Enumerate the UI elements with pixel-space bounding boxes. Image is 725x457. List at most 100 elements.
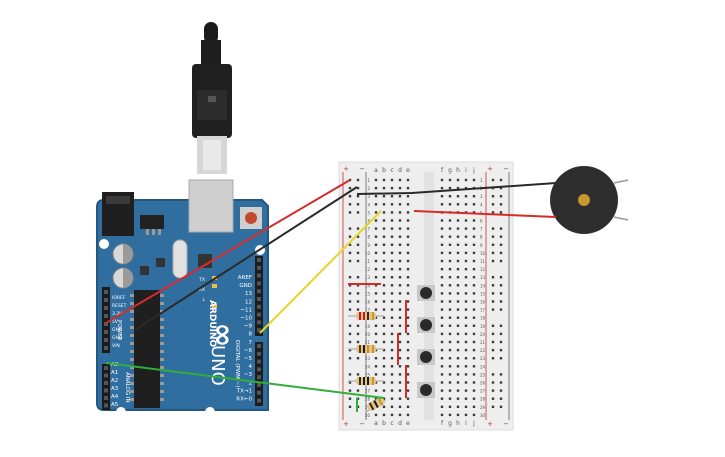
mount-hole: [99, 239, 109, 249]
column-label: c: [390, 167, 393, 174]
column-label: i: [465, 420, 467, 427]
row-number: 25: [365, 372, 371, 377]
digital-pin-label: 13: [245, 291, 252, 297]
row-number: 27: [480, 389, 486, 394]
row-number: 23: [480, 356, 486, 361]
push-button[interactable]: [417, 285, 435, 301]
digital-pin-label: ~3: [244, 372, 253, 378]
analog-pin-label: A5: [111, 402, 119, 408]
power-pin-label: RESET: [112, 303, 127, 309]
led-label: RX: [199, 287, 205, 293]
column-label: a: [374, 167, 378, 174]
wires: [105, 179, 557, 399]
digital-pin-label: RX←0: [236, 397, 252, 403]
mount-hole: [205, 407, 215, 417]
power-pin-label: 3.3V: [112, 311, 123, 317]
digital-pin-label: ~9: [244, 324, 253, 330]
atmega-chip: [134, 290, 160, 408]
row-number: 4: [480, 202, 483, 207]
row-number: 18: [480, 316, 486, 321]
analog-pin-label: A1: [111, 370, 118, 376]
row-number: 7: [367, 227, 370, 232]
piezo-buzzer[interactable]: [550, 166, 629, 234]
row-number: 13: [480, 275, 486, 280]
analog-pin-label: A2: [111, 378, 118, 384]
analog-header: [102, 364, 110, 410]
row-number: 10: [365, 251, 371, 256]
column-label: g: [448, 167, 452, 174]
power-pin-label: 5V: [112, 319, 119, 325]
row-number: 27: [365, 389, 371, 394]
row-number: 16: [480, 300, 486, 305]
row-number: 8: [367, 235, 370, 240]
column-label: a: [374, 420, 378, 427]
row-number: 7: [480, 227, 483, 232]
digital-pin-label: TX→1: [236, 388, 252, 394]
power-pin-label: VIN: [112, 343, 120, 349]
column-label: e: [406, 420, 410, 427]
row-number: 6: [367, 219, 370, 224]
column-label: j: [472, 420, 475, 427]
resistor[interactable]: [348, 312, 384, 320]
row-number: 1: [480, 178, 483, 183]
digital-pin-label: 8: [249, 332, 253, 338]
digital-header-lower: [255, 342, 263, 406]
column-label: d: [398, 420, 402, 427]
crystal: [172, 239, 188, 279]
digital-pin-label: ~10: [240, 316, 252, 322]
digital-pin-label: 7: [249, 340, 253, 346]
wire-black-gnd[interactable]: [134, 186, 358, 331]
usb-socket: [188, 179, 234, 233]
row-number: 24: [480, 364, 486, 369]
resistor[interactable]: [348, 345, 384, 353]
wire-red-5v[interactable]: [105, 179, 351, 324]
led-label: TX: [198, 277, 205, 283]
row-number: 14: [365, 283, 371, 288]
row-number: 11: [480, 259, 486, 264]
wire-green-analog[interactable]: [105, 362, 385, 399]
row-number: 15: [480, 291, 486, 296]
row-number: 28: [480, 397, 486, 402]
push-button[interactable]: [417, 349, 435, 365]
resistor[interactable]: [365, 396, 387, 413]
rail-minus-label: −: [503, 420, 509, 428]
arduino-model-label: UNO: [207, 345, 228, 386]
wire-black-buzzer[interactable]: [356, 182, 557, 195]
row-number: 26: [480, 381, 486, 386]
column-label: g: [448, 420, 452, 427]
row-number: 5: [367, 210, 370, 215]
power-pin-label: GND: [112, 335, 123, 341]
arduino-logo-glyph: ∞: [206, 323, 241, 348]
row-number: 17: [480, 308, 486, 313]
row-number: 19: [480, 324, 486, 329]
analog-caption: ANALOG IN: [124, 372, 130, 403]
arduino-uno-board[interactable]: IOREFRESET3.3V5VGNDGNDVINA0A1A2A3A4A5ARE…: [96, 179, 269, 417]
components: [348, 283, 435, 413]
power-header: [102, 287, 110, 353]
digital-pin-label: ~6: [244, 348, 253, 354]
wire-yellow-signal[interactable]: [259, 210, 382, 334]
digital-caption: DIGITAL (PWM ~): [234, 340, 240, 387]
rail-minus-label: −: [359, 165, 365, 173]
row-number: 9: [367, 243, 370, 248]
digital-pin-label: GND: [239, 283, 252, 289]
row-number: 21: [480, 340, 486, 345]
push-button[interactable]: [417, 382, 435, 398]
row-number: 4: [367, 202, 370, 207]
row-number: 8: [480, 235, 483, 240]
row-number: 23: [365, 356, 371, 361]
mount-hole: [116, 407, 126, 417]
digital-pin-label: ~11: [240, 307, 252, 313]
column-label: f: [441, 420, 444, 427]
rail-plus-label: +: [487, 420, 493, 428]
push-button[interactable]: [417, 317, 435, 333]
row-number: 25: [480, 372, 486, 377]
row-number: 29: [480, 405, 486, 410]
column-label: b: [382, 167, 386, 174]
column-label: e: [406, 167, 410, 174]
wire-red-buzzer[interactable]: [413, 210, 557, 218]
column-label: h: [456, 420, 460, 427]
row-number: 30: [365, 413, 371, 418]
digital-header-upper: [255, 256, 263, 336]
resistor[interactable]: [348, 377, 384, 385]
